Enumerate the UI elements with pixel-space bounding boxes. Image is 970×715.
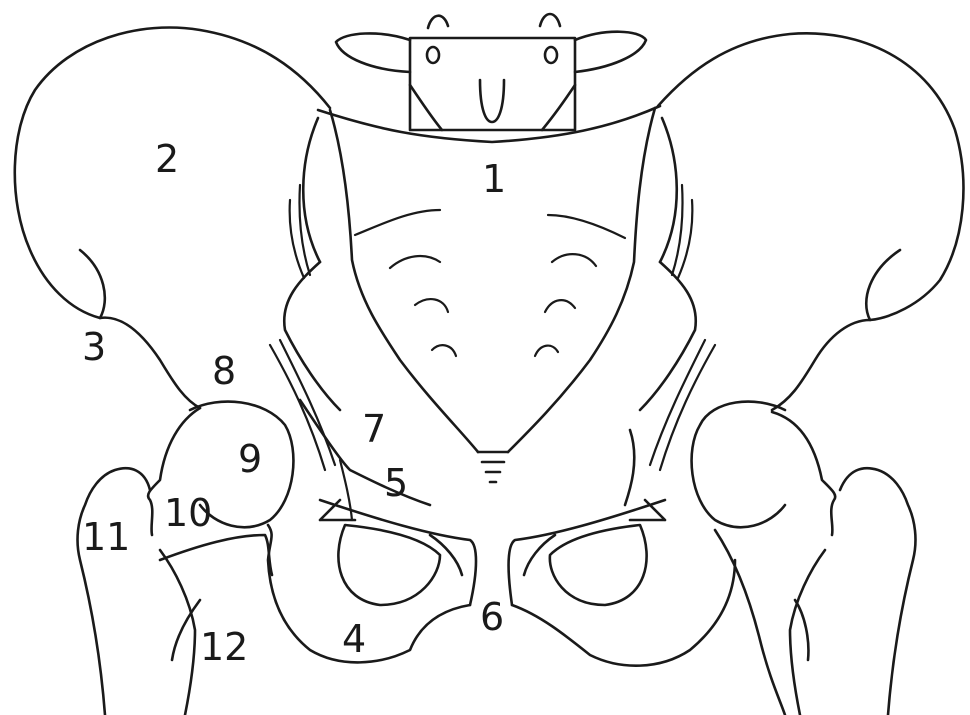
label-ilium: 2 [155,137,179,181]
label-anterior-superior-iliac-spine: 3 [82,325,106,369]
left-pubis-ischium [268,340,476,662]
left-ilium [15,28,340,411]
labels: 1 2 3 4 5 6 7 8 9 10 11 12 [82,137,506,669]
lumbar-vertebra [336,14,646,130]
right-femur [692,402,916,715]
label-femoral-neck: 10 [164,491,212,535]
label-pubic-symphysis: 6 [480,595,504,639]
label-pubis: 5 [384,461,408,505]
label-lesser-trochanter: 12 [200,625,248,669]
label-femoral-head: 9 [238,437,262,481]
label-ischium: 4 [342,617,366,661]
label-greater-trochanter: 11 [82,515,130,559]
label-sacrum: 1 [482,157,506,201]
label-pelvic-brim: 7 [362,407,386,451]
label-acetabulum-rim: 8 [212,349,236,393]
right-ilium [640,33,963,410]
